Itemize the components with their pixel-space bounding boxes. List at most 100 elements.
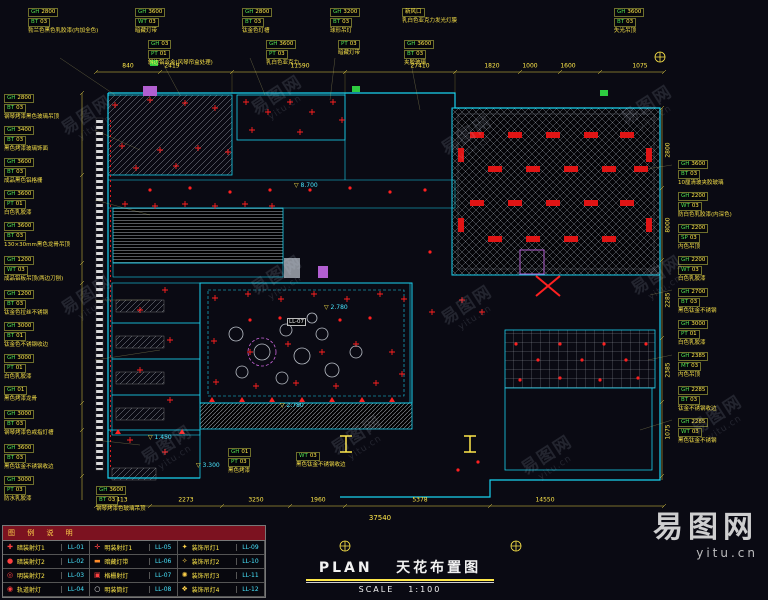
legend-item-code: LL-10 xyxy=(236,558,264,565)
spotlight-cross-icon xyxy=(167,337,173,343)
spotlight-triangle-icon xyxy=(329,397,335,402)
title-underline-thick xyxy=(306,579,494,581)
scale-label: SCALE xyxy=(358,585,395,594)
legend-item-code: LL-11 xyxy=(236,572,264,579)
legend-symbol-icon: ● xyxy=(6,557,14,565)
downlight-dot-icon xyxy=(428,250,432,254)
dimension-label: 2285 xyxy=(664,292,672,308)
spotlight-cross-icon xyxy=(459,297,465,303)
panel-light-icon xyxy=(526,236,540,242)
spotlight-cross-icon xyxy=(333,383,339,389)
panel-light-icon xyxy=(470,132,484,138)
hatched-ceiling-zones xyxy=(95,95,660,481)
spotlight-triangle-icon xyxy=(269,397,275,402)
drawing-title: PLAN 天花布置图 xyxy=(300,557,500,577)
downlight-dot-icon xyxy=(348,186,352,190)
spotlight-cross-icon xyxy=(479,309,485,315)
spotlight-triangle-icon xyxy=(299,397,305,402)
spotlight-cross-icon xyxy=(377,291,383,297)
legend-item-code: LL-05 xyxy=(148,544,177,551)
legend-item-code: LL-06 xyxy=(148,558,177,565)
downlight-dot-icon xyxy=(514,342,518,346)
downlight-dot-icon xyxy=(388,190,392,194)
legend-symbol-icon: ○ xyxy=(94,585,101,593)
legend-item-code: LL-09 xyxy=(236,544,264,551)
spotlight-cross-icon xyxy=(339,117,345,123)
round-table-outline xyxy=(275,371,289,385)
spotlight-cross-icon xyxy=(137,367,143,373)
round-table-outline xyxy=(349,345,363,359)
spotlight-cross-icon xyxy=(147,97,153,103)
spotlight-triangle-icon xyxy=(239,397,245,402)
panel-light-icon xyxy=(508,200,522,206)
dimension-label: 3250 xyxy=(248,496,264,504)
legend-item-name: 明装筒灯 xyxy=(104,587,129,594)
downlight-dot-icon xyxy=(188,186,192,190)
legend-symbol-icon: ✚ xyxy=(7,543,13,551)
spotlight-cross-icon xyxy=(330,99,336,105)
wall-outlines xyxy=(107,92,661,498)
scale-value: 1:100 xyxy=(408,585,442,594)
spotlight-cross-icon xyxy=(152,203,158,209)
legend-item-code: LL-02 xyxy=(61,558,89,565)
spotlight-cross-icon xyxy=(278,296,284,302)
round-table-outline xyxy=(235,365,249,379)
dimension-lines xyxy=(79,69,667,509)
panel-light-icon xyxy=(584,132,598,138)
light-fixtures-layer xyxy=(112,97,652,472)
downlight-dot-icon xyxy=(268,188,272,192)
downlight-dot-icon xyxy=(624,358,628,362)
dimension-label: 2273 xyxy=(178,496,194,504)
panel-light-icon xyxy=(508,132,522,138)
spotlight-cross-icon xyxy=(213,379,219,385)
leader-lines xyxy=(59,57,673,446)
round-table-outline xyxy=(315,327,329,341)
spotlight-cross-icon xyxy=(401,296,407,302)
spotlight-cross-icon xyxy=(242,201,248,207)
panel-light-icon xyxy=(584,200,598,206)
dimension-label: 1413 xyxy=(112,496,128,504)
downlight-dot-icon xyxy=(368,316,372,320)
spotlight-cross-icon xyxy=(112,102,118,108)
spotlight-cross-icon xyxy=(247,349,253,355)
spotlight-cross-icon xyxy=(297,129,303,135)
spotlight-cross-icon xyxy=(319,349,325,355)
spotlight-cross-icon xyxy=(162,449,168,455)
dimension-label: 5378 xyxy=(412,496,428,504)
panel-light-vertical-icon xyxy=(458,218,464,232)
spotlight-cross-icon xyxy=(195,145,201,151)
downlight-dot-icon xyxy=(580,358,584,362)
legend-item-code: LL-08 xyxy=(148,586,177,593)
dimension-label: 27410 xyxy=(410,62,430,70)
downlight-dot-icon xyxy=(536,358,540,362)
spotlight-cross-icon xyxy=(122,201,128,207)
legend-item-name: 装饰吊灯2 xyxy=(191,559,220,566)
round-table-outline xyxy=(324,362,340,378)
dimension-label: 1075 xyxy=(632,62,648,70)
round-table-outline xyxy=(253,343,271,361)
spotlight-cross-icon xyxy=(311,291,317,297)
panel-light-icon xyxy=(602,166,616,172)
downlight-dot-icon xyxy=(644,342,648,346)
downlight-dot-icon xyxy=(248,318,252,322)
dimension-label: 1075 xyxy=(664,424,672,440)
spotlight-cross-icon xyxy=(293,380,299,386)
dimension-label: 14550 xyxy=(535,496,555,504)
dimension-label: 11590 xyxy=(290,62,310,70)
legend-symbol-icon: ✺ xyxy=(181,571,188,579)
spotlight-cross-icon xyxy=(211,338,217,344)
spotlight-cross-icon xyxy=(182,201,188,207)
spotlight-cross-icon xyxy=(399,371,405,377)
spotlight-cross-icon xyxy=(253,383,259,389)
downlight-dot-icon xyxy=(558,376,562,380)
spotlight-cross-icon xyxy=(249,127,255,133)
spotlight-cross-icon xyxy=(212,203,218,209)
round-table-outline xyxy=(306,312,318,324)
legend-symbol-icon: ✛ xyxy=(94,543,101,551)
panel-light-icon xyxy=(488,166,502,172)
